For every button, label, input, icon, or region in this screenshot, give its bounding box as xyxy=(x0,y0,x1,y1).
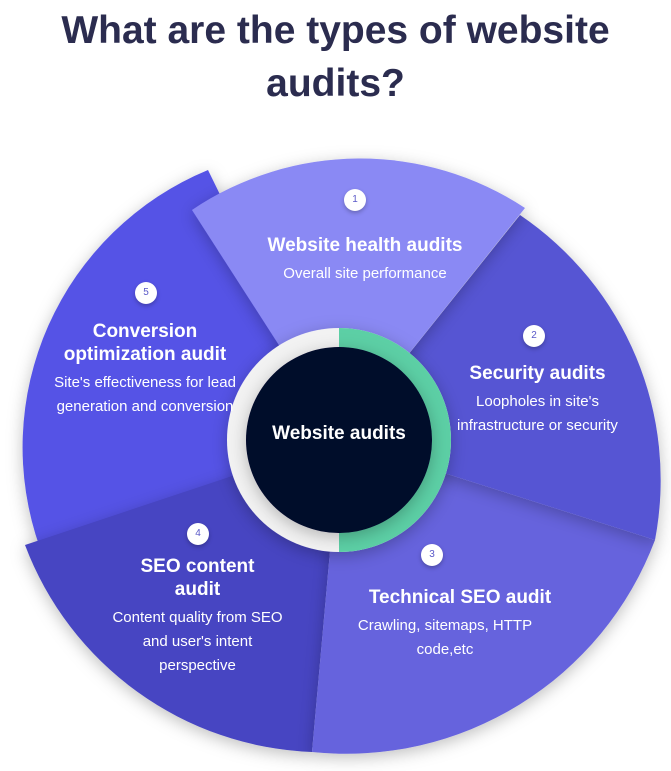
segment-1-number-badge: 1 xyxy=(344,189,366,211)
segment-4-description: Content quality from SEO and user's inte… xyxy=(112,609,283,674)
segment-4-text: SEO content audit Content quality from S… xyxy=(110,555,285,678)
center-label: Website audits xyxy=(272,423,406,444)
segment-2-text: Security audits Loopholes in site's infr… xyxy=(450,362,625,438)
segment-1-description: Overall site performance xyxy=(283,265,447,282)
segment-5-text: Conversion optimization audit Site's eff… xyxy=(45,320,245,419)
segment-1-text: Website health audits Overall site perfo… xyxy=(220,234,510,286)
segment-5-description: Site's effectiveness for lead generation… xyxy=(54,374,236,415)
segment-1-title: Website health audits xyxy=(267,235,463,256)
segment-3-number-badge: 3 xyxy=(421,544,443,566)
page-title: What are the types of website audits? xyxy=(61,9,610,105)
segment-5-title: Conversion optimization audit xyxy=(63,321,227,365)
segment-4-number-badge: 4 xyxy=(187,523,209,545)
segment-5-number-badge: 5 xyxy=(135,282,157,304)
segment-3-title: Technical SEO audit xyxy=(368,587,552,608)
segment-1-wedge xyxy=(192,158,525,441)
segment-4-title: SEO content audit xyxy=(140,556,255,600)
segment-2-number-badge: 2 xyxy=(523,325,545,347)
segment-2-description: Loopholes in site's infrastructure or se… xyxy=(457,393,618,434)
segment-2-title: Security audits xyxy=(469,363,606,384)
segment-3-description: Crawling, sitemaps, HTTP code,etc xyxy=(357,617,533,658)
center-circle xyxy=(246,347,432,533)
segment-3-text: Technical SEO audit Crawling, sitemaps, … xyxy=(340,586,580,662)
